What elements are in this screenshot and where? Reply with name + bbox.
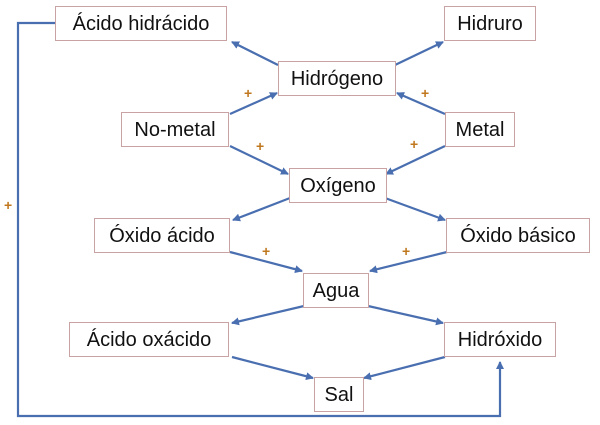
plus-sign-loop: + [4,197,13,213]
arrow-oxido-acido-to-agua [229,250,303,274]
arrow-metal-to-hidrogeno [396,91,446,116]
node-acido-hidracido: Ácido hidrácido [55,6,227,41]
node-metal: Metal [445,112,515,147]
node-no-metal: No-metal [121,112,229,147]
plus-sign-oxido-basico-agua: + [402,243,411,259]
arrow-acido-oxacido-to-sal [231,355,314,381]
node-hidroxido: Hidróxido [444,322,556,357]
node-sal: Sal [314,377,364,412]
arrow-oxigeno-to-oxido-basico [384,196,446,222]
plus-sign-metal-oxigeno: + [410,136,419,152]
node-hidruro: Hidruro [444,6,536,41]
node-hidrogeno: Hidrógeno [278,61,396,96]
plus-sign-no-metal-oxigeno: + [256,138,265,154]
arrow-agua-to-hidroxido [367,304,444,326]
arrow-metal-to-oxigeno [385,145,446,175]
arrow-agua-to-acido-oxacido [231,304,305,326]
node-oxido-basico: Óxido básico [446,218,590,253]
arrow-acido-hidracido-to-hidroxido-loop [16,21,504,418]
arrow-no-metal-to-hidrogeno [229,91,278,116]
plus-sign-oxido-acido-agua: + [262,243,271,259]
arrow-hidroxido-to-sal [363,355,446,381]
arrow-hidrogeno-to-hidruro [394,41,444,66]
node-oxigeno: Oxígeno [289,168,387,203]
node-agua: Agua [303,273,369,308]
plus-sign-no-metal-hidrogeno: + [244,85,253,101]
plus-sign-metal-hidrogeno: + [421,85,430,101]
arrow-hidrogeno-to-acido-hidracido [231,41,279,66]
node-acido-oxacido: Ácido oxácido [69,322,229,357]
node-oxido-acido: Óxido ácido [94,218,230,253]
arrow-no-metal-to-oxigeno [229,145,289,175]
arrow-oxigeno-to-oxido-acido [232,196,291,222]
arrow-oxido-basico-to-agua [369,250,448,274]
